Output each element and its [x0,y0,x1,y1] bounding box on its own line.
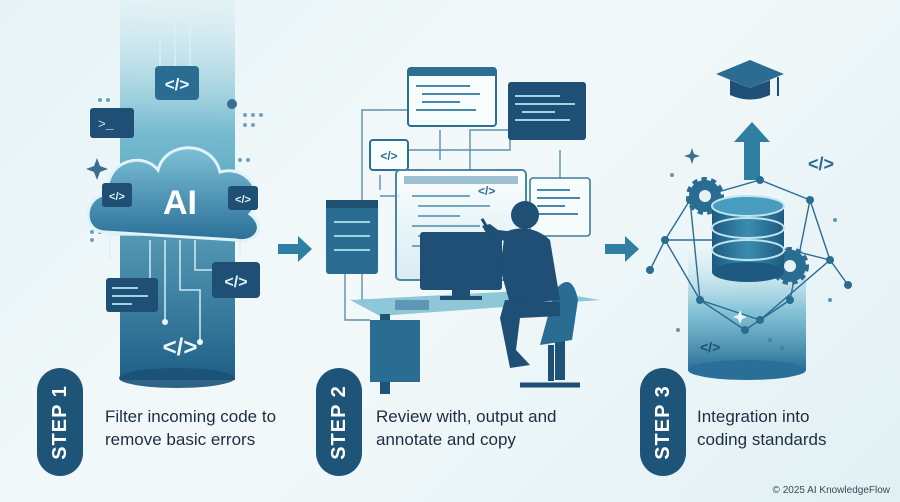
code-tag-text: </> [165,75,190,94]
step2-caption: Review with, output and annotate and cop… [376,405,557,451]
code-tag-window: </> [369,139,409,171]
arrow-right-icon-1 [278,236,312,262]
step3-caption-line2: coding standards [697,430,827,449]
code-window-top [407,67,497,127]
code-window-dark [508,82,586,140]
server-icon [326,200,378,274]
step1-badge: STEP 1 [37,368,83,476]
step1-caption: Filter incoming code to remove basic err… [105,405,276,451]
graduation-cap-icon [716,60,784,100]
code-tag-icon-right [212,262,260,298]
code-tag-bottom: </> [163,334,198,361]
step3-caption: Integration into coding standards [697,405,826,451]
sparkle-icon [86,158,108,180]
code-tag-icon [155,66,199,100]
svg-text:</>: </> [109,191,125,203]
developer-icon [480,201,560,368]
step1-label: STEP 1 [48,384,71,460]
step1-caption-line2: remove basic errors [105,430,256,449]
cloud-ai-label: AI [163,184,197,222]
code-window-right [529,177,591,237]
terminal-icon [90,108,134,138]
arrow-right-icon-2 [605,236,639,262]
sparkle-icon-3a [684,148,700,164]
svg-text:</>: </> [380,149,397,163]
terminal-prompt-text: >_ [98,117,114,132]
step2-label: STEP 2 [327,384,350,460]
monitor [395,232,502,310]
step2-caption-line1: Review with, output and [376,407,557,426]
step2-caption-line2: annotate and copy [376,430,516,449]
svg-text:</>: </> [224,274,247,291]
step2-badge: STEP 2 [316,368,362,476]
step1-caption-line1: Filter incoming code to [105,407,277,426]
step3-illustration: </> </> [646,60,852,380]
arrow-up-icon [734,122,770,180]
step3-badge: STEP 3 [640,368,686,476]
code-tag-step3-top: </> [808,154,834,174]
svg-text:</>: </> [478,184,495,198]
cloud-ai-icon: </> </> AI [86,146,260,243]
step2-illustration: </> </> [326,67,600,394]
toggle-dot [227,99,237,109]
svg-text:</>: </> [235,194,251,206]
copyright-footer: © 2025 AI KnowledgeFlow [772,485,890,496]
step1-illustration: </> >_ </> </> AI </> </> [86,0,263,388]
code-tag-step3-bottom: </> [700,339,720,355]
step3-caption-line1: Integration into [697,407,810,426]
step3-label: STEP 3 [651,384,674,460]
sparkle-icon-3b [733,310,747,324]
database-icon [711,195,785,282]
